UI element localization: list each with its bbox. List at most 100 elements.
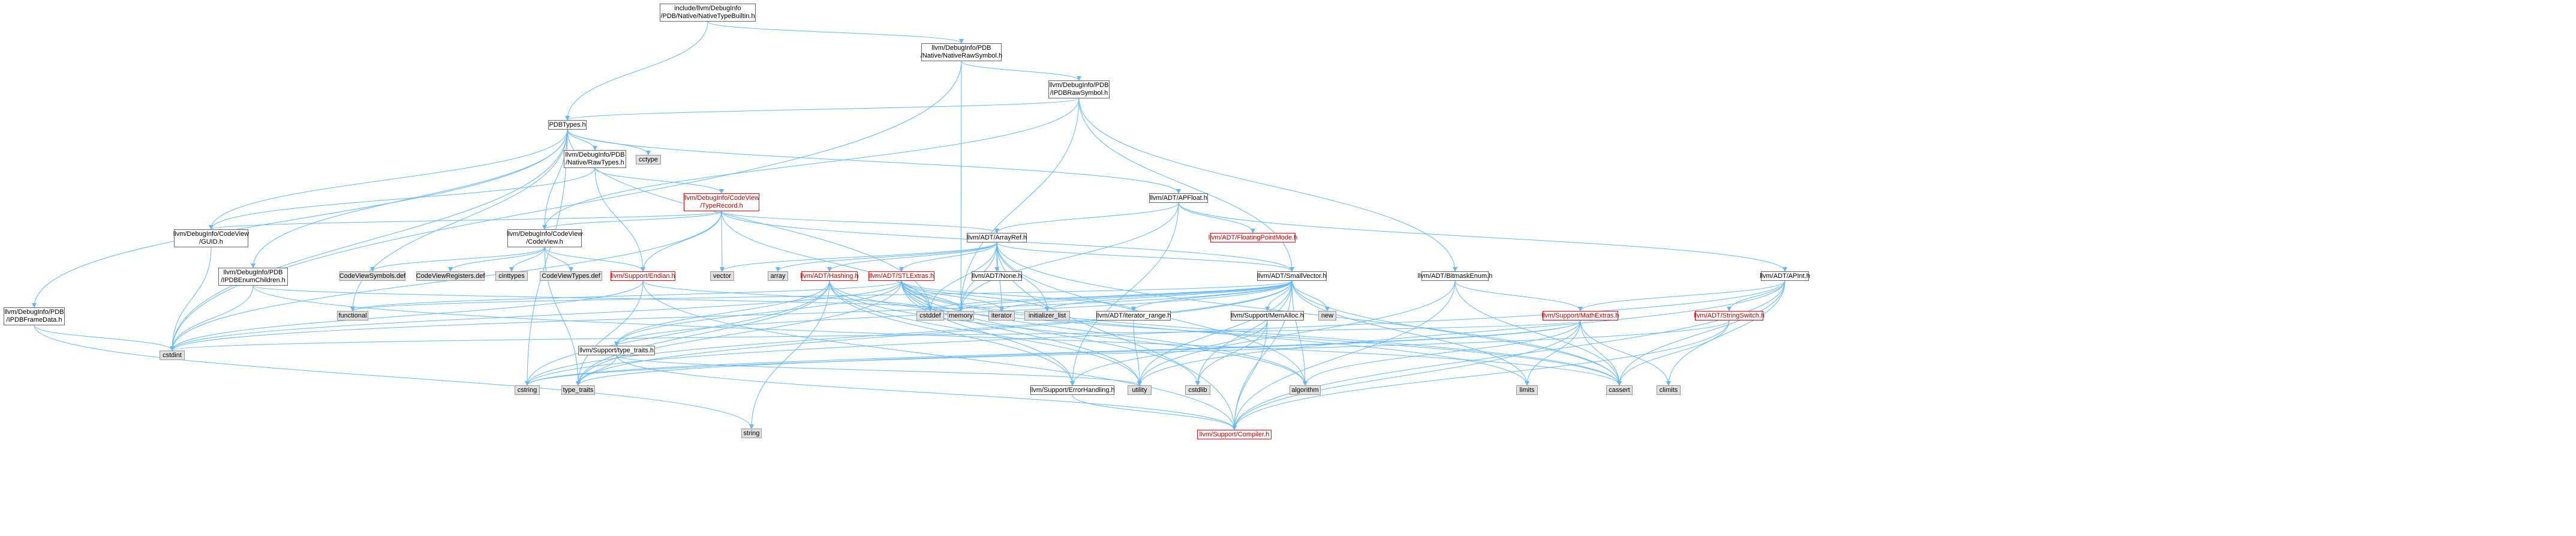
node-cstddef[interactable]: cstddef — [916, 311, 944, 321]
node-functional[interactable]: functional — [337, 311, 368, 321]
node-initializer-list[interactable]: initializer_list — [1024, 311, 1070, 321]
node-memory[interactable]: memory — [948, 311, 974, 321]
edge-rawtypes-to-guid — [209, 167, 596, 230]
edge-pdbtypes-to-guid — [209, 129, 568, 230]
edge-smallvec-to-cstring — [525, 280, 1292, 386]
edge-smallvec-to-memalloc — [1265, 280, 1292, 312]
node-apfloat[interactable]: llvm/ADT/APFloat.h — [1149, 193, 1208, 203]
node-utility[interactable]: utility — [1128, 385, 1152, 395]
node-limits[interactable]: limits — [1516, 385, 1538, 395]
edge-bitmask-to-cassert — [1454, 280, 1622, 386]
node-mem-alloc[interactable]: llvm/Support/MemAlloc.h — [1231, 311, 1304, 321]
node-guid[interactable]: llvm/DebugInfo/CodeView /GUID.h — [173, 229, 249, 247]
node-type-record[interactable]: llvm/DebugInfo/CodeView /TypeRecord.h — [684, 193, 759, 211]
edge-apfloat-to-arrayref — [994, 202, 1179, 233]
node-hashing[interactable]: llvm/ADT/Hashing.h — [800, 271, 859, 281]
edge-arrayref-to-array — [775, 242, 997, 272]
edge-smallvec-to-new — [1291, 280, 1330, 312]
node-none[interactable]: llvm/ADT/None.h — [972, 271, 1022, 281]
edge-apfloat-to-memory — [958, 202, 1179, 312]
edge-smallvec-to-initlist — [1045, 280, 1292, 312]
node-iterator[interactable]: iterator — [988, 311, 1015, 321]
edge-arrayref-to-compiler — [996, 242, 1237, 430]
node-cinttypes[interactable]: cinttypes — [495, 271, 528, 281]
node-cstdint[interactable]: cstdint — [160, 351, 185, 360]
node-cassert[interactable]: cassert — [1606, 385, 1633, 395]
edge-apfloat-to-floatmode — [1178, 202, 1255, 233]
edge-pdbtypes-to-frame — [32, 129, 568, 308]
node-support-type-traits[interactable]: llvm/Support/type_traits.h — [578, 346, 655, 355]
node-array[interactable]: array — [768, 271, 788, 281]
edge-bitmask-to-mathextras — [1454, 280, 1583, 312]
edge-smallvec-to-cstdlib — [1195, 280, 1292, 386]
edge-codeview-to-cvreg — [448, 247, 545, 272]
node-ipdb-raw-symbol[interactable]: llvm/DebugInfo/PDB /IPDBRawSymbol.h — [1048, 80, 1110, 98]
node-stl-extras[interactable]: llvm/ADT/STLExtras.h — [868, 271, 934, 281]
edge-enumch-to-cassert — [253, 285, 1622, 386]
node-codeview-symbols-def[interactable]: CodeViewSymbols.def — [339, 271, 405, 281]
edge-pdbtypes-to-codeview — [542, 129, 568, 230]
edge-rawtypes-to-typerecord — [594, 167, 724, 194]
edge-smallvec-to-iterrange — [1131, 280, 1292, 312]
edge-pdbtypes-to-cstring — [525, 129, 568, 386]
edge-endian-to-cstdint — [170, 280, 644, 351]
node-arrayref[interactable]: llvm/ADT/ArrayRef.h — [967, 233, 1027, 242]
node-vector[interactable]: vector — [710, 271, 734, 281]
node-ipdb-enum-children[interactable]: llvm/DebugInfo/PDB /IPDBEnumChildren.h — [218, 268, 288, 286]
node-endian[interactable]: llvm/Support/Endian.h — [611, 271, 675, 281]
node-new[interactable]: new — [1318, 311, 1336, 321]
node-math-extras[interactable]: llvm/Support/MathExtras.h — [1542, 311, 1619, 321]
node-string-switch[interactable]: llvm/ADT/StringSwitch.h — [1694, 311, 1765, 321]
node-string[interactable]: string — [741, 429, 762, 438]
edge-hashing-to-utility — [829, 280, 1142, 386]
node-pdb-types[interactable]: PDBTypes.h — [548, 120, 587, 130]
node-raw-types[interactable]: llvm/DebugInfo/PDB /Native/RawTypes.h — [564, 150, 626, 168]
edge-typetraitsH-to-compiler — [616, 355, 1237, 430]
edge-smallvec-to-cstdint — [170, 280, 1292, 351]
edge-typerecord-to-cstdint — [170, 211, 722, 351]
node-bitmask-enum[interactable]: llvm/ADT/BitmaskEnum.h — [1418, 271, 1492, 281]
edge-mathextras-to-cstring — [525, 320, 1581, 386]
node-native-raw-symbol[interactable]: llvm/DebugInfo/PDB /Native/NativeRawSymb… — [921, 43, 1002, 61]
edge-mathextras-to-compiler — [1232, 320, 1581, 430]
node-error-handling[interactable]: llvm/Support/ErrorHandling.h — [1030, 385, 1115, 395]
node-native-type-builtin[interactable]: include/llvm/DebugInfo /PDB/Native/Nativ… — [660, 4, 756, 22]
node-codeview-types-def[interactable]: CodeViewTypes.def — [540, 271, 602, 281]
edge-stlextras-to-errorh — [901, 280, 1075, 386]
edge-typetraitsH-to-utility — [616, 355, 1142, 386]
edge-root-to-nrs — [707, 21, 964, 44]
edge-smallvec-to-limits — [1291, 280, 1529, 386]
edge-rawtypes-to-endian — [594, 167, 645, 272]
edge-codeview-to-type_traits — [544, 247, 581, 386]
node-cctype[interactable]: cctype — [636, 155, 661, 164]
edge-apfloat-to-errorh — [1070, 202, 1179, 386]
node-ipdb-frame-data[interactable]: llvm/DebugInfo/PDB /IPDBFrameData.h — [4, 307, 65, 325]
edge-mathextras-to-algorithm — [1303, 320, 1581, 386]
node-floating-point-mode[interactable]: llvm/ADT/FloatingPointMode.h — [1209, 233, 1297, 242]
edge-pdbtypes-to-enumch — [251, 129, 568, 268]
edge-frame-to-string — [34, 325, 754, 429]
edge-apint-to-cstring — [525, 280, 1786, 386]
node-compiler[interactable]: llvm/Support/Compiler.h — [1197, 430, 1272, 439]
node-algorithm[interactable]: algorithm — [1289, 385, 1321, 395]
node-codeview-registers-def[interactable]: CodeViewRegisters.def — [416, 271, 485, 281]
edge-smallvec-to-functional — [350, 280, 1292, 312]
edge-ipdb-to-memory — [958, 98, 1080, 312]
edge-smallvec-to-cassert — [1291, 280, 1622, 386]
edge-apint-to-cassert — [1617, 280, 1786, 386]
node-cstdlib[interactable]: cstdlib — [1185, 385, 1210, 395]
edge-strswitch-to-cstring — [525, 320, 1730, 386]
node-codeview[interactable]: llvm/DebugInfo/CodeView /CodeView.h — [507, 229, 582, 247]
node-climits[interactable]: climits — [1657, 385, 1681, 395]
edge-hashing-to-errorh — [829, 280, 1075, 386]
node-iterator-range[interactable]: llvm/ADT/iterator_range.h — [1096, 311, 1171, 321]
node-small-vector[interactable]: llvm/ADT/SmallVector.h — [1257, 271, 1327, 281]
edge-iterrange-to-utility — [1133, 320, 1142, 386]
edge-mathextras-to-type_traits — [576, 320, 1581, 386]
node-type-traits[interactable]: type_traits — [561, 385, 595, 395]
node-cstring[interactable]: cstring — [515, 385, 540, 395]
edge-nrs-to-cstdint — [170, 61, 962, 351]
edge-arrayref-to-stlextras — [899, 242, 997, 272]
edge-stlextras-to-iterrange — [901, 280, 1136, 312]
node-apint[interactable]: llvm/ADT/APInt.h — [1760, 271, 1810, 281]
